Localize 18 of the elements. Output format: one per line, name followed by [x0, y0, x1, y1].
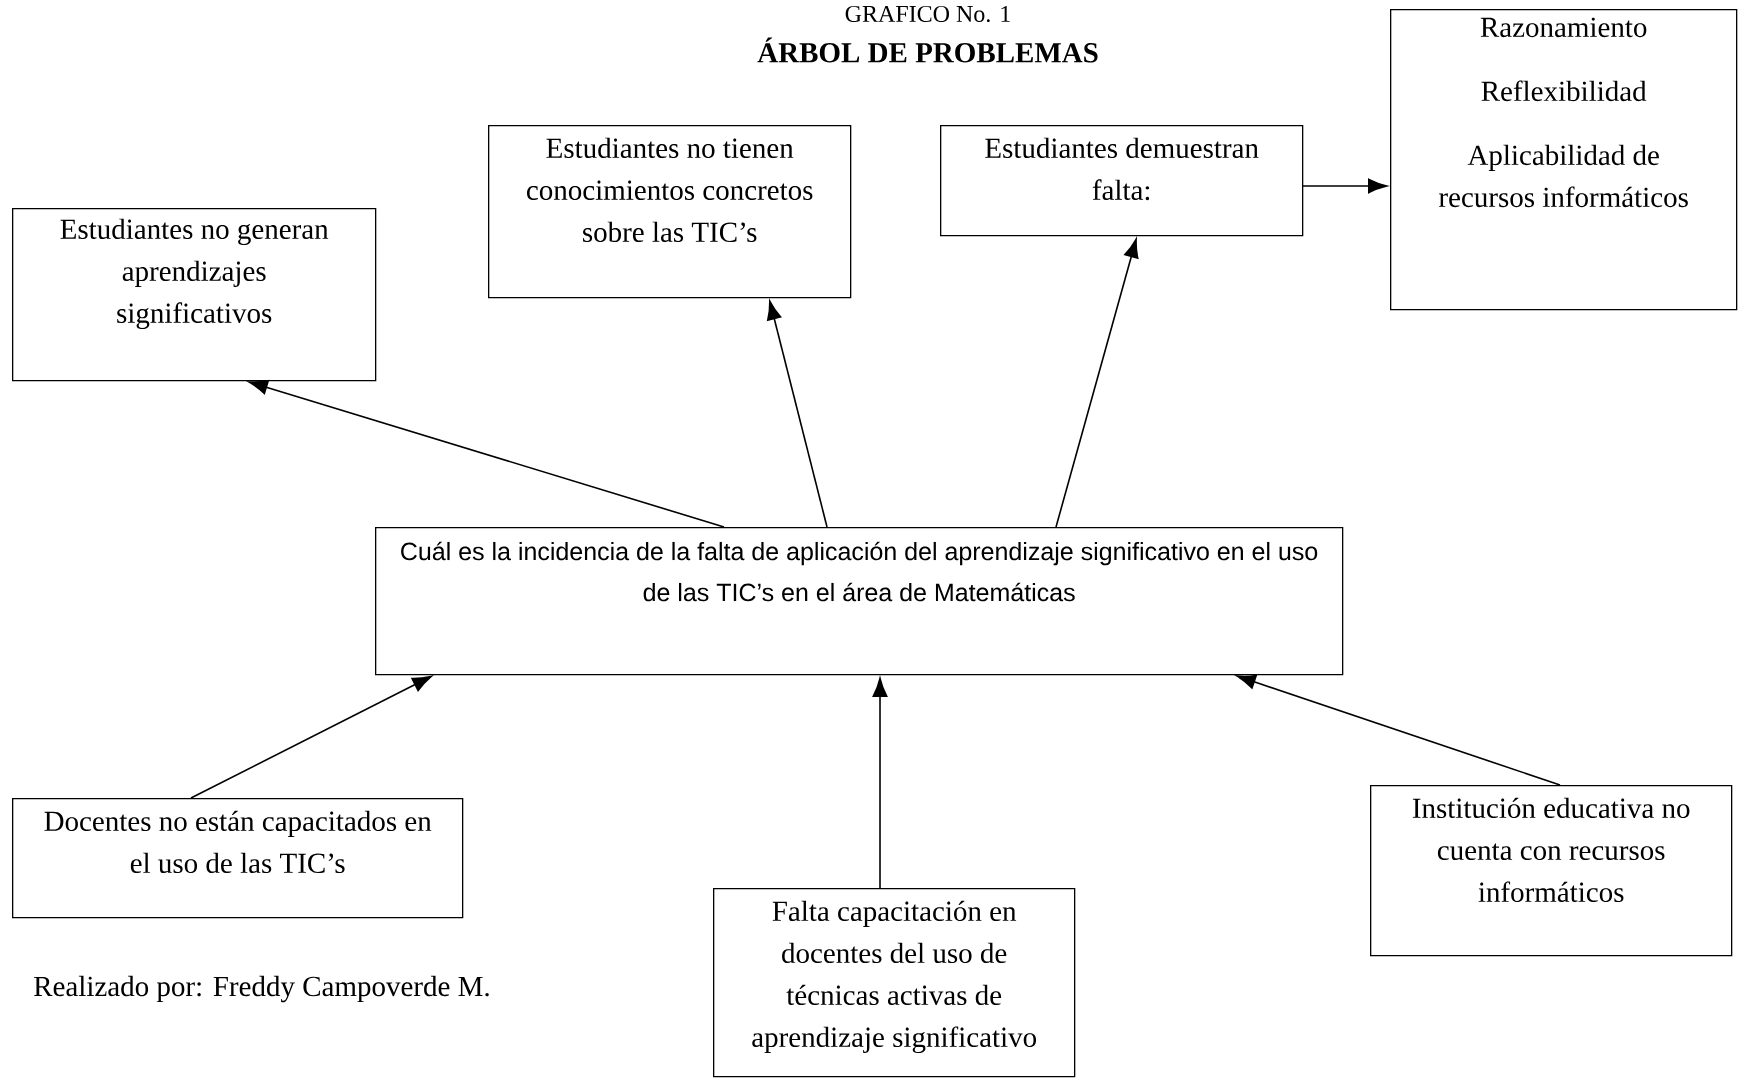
problem-box: Falta capacitación en docentes del uso de técnicas activas de aprendizaje significativo [713, 888, 1076, 1078]
problem-box: Estudiantes demuestran falta: [940, 125, 1304, 237]
title: ÁRBOL DE PROBLEMAS [757, 37, 1098, 63]
problem-box: Docentes no están capacitados en el uso de las TIC’s [12, 798, 464, 919]
problem-box: Estudiantes no tienen conocimientos concretos sobre las TIC’s [488, 125, 852, 299]
arrow [190, 675, 432, 799]
figure-number: GRAFICO No. 1 [845, 5, 1010, 23]
problem-box: Cuál es la incidencia de la falta de aplicación del aprendizaje significativo en el uso de las TIC’s en el área de Matemáticas [375, 527, 1344, 676]
arrow [1055, 238, 1139, 528]
author-note: Realizado por: Freddy Campoverde M. [34, 975, 489, 1003]
problem-box: Razonamiento Reflexibilidad Aplicabilidad de recursos informáticos [1390, 9, 1738, 311]
problem-box: Institución educativa no cuenta con recursos informáticos [1370, 785, 1733, 957]
arrow [1301, 178, 1388, 194]
arrow [1236, 674, 1561, 786]
arrow [767, 300, 828, 528]
arrow [872, 677, 888, 889]
arrow [248, 380, 725, 528]
problem-box: Estudiantes no generan aprendizajes significativos [12, 208, 377, 382]
